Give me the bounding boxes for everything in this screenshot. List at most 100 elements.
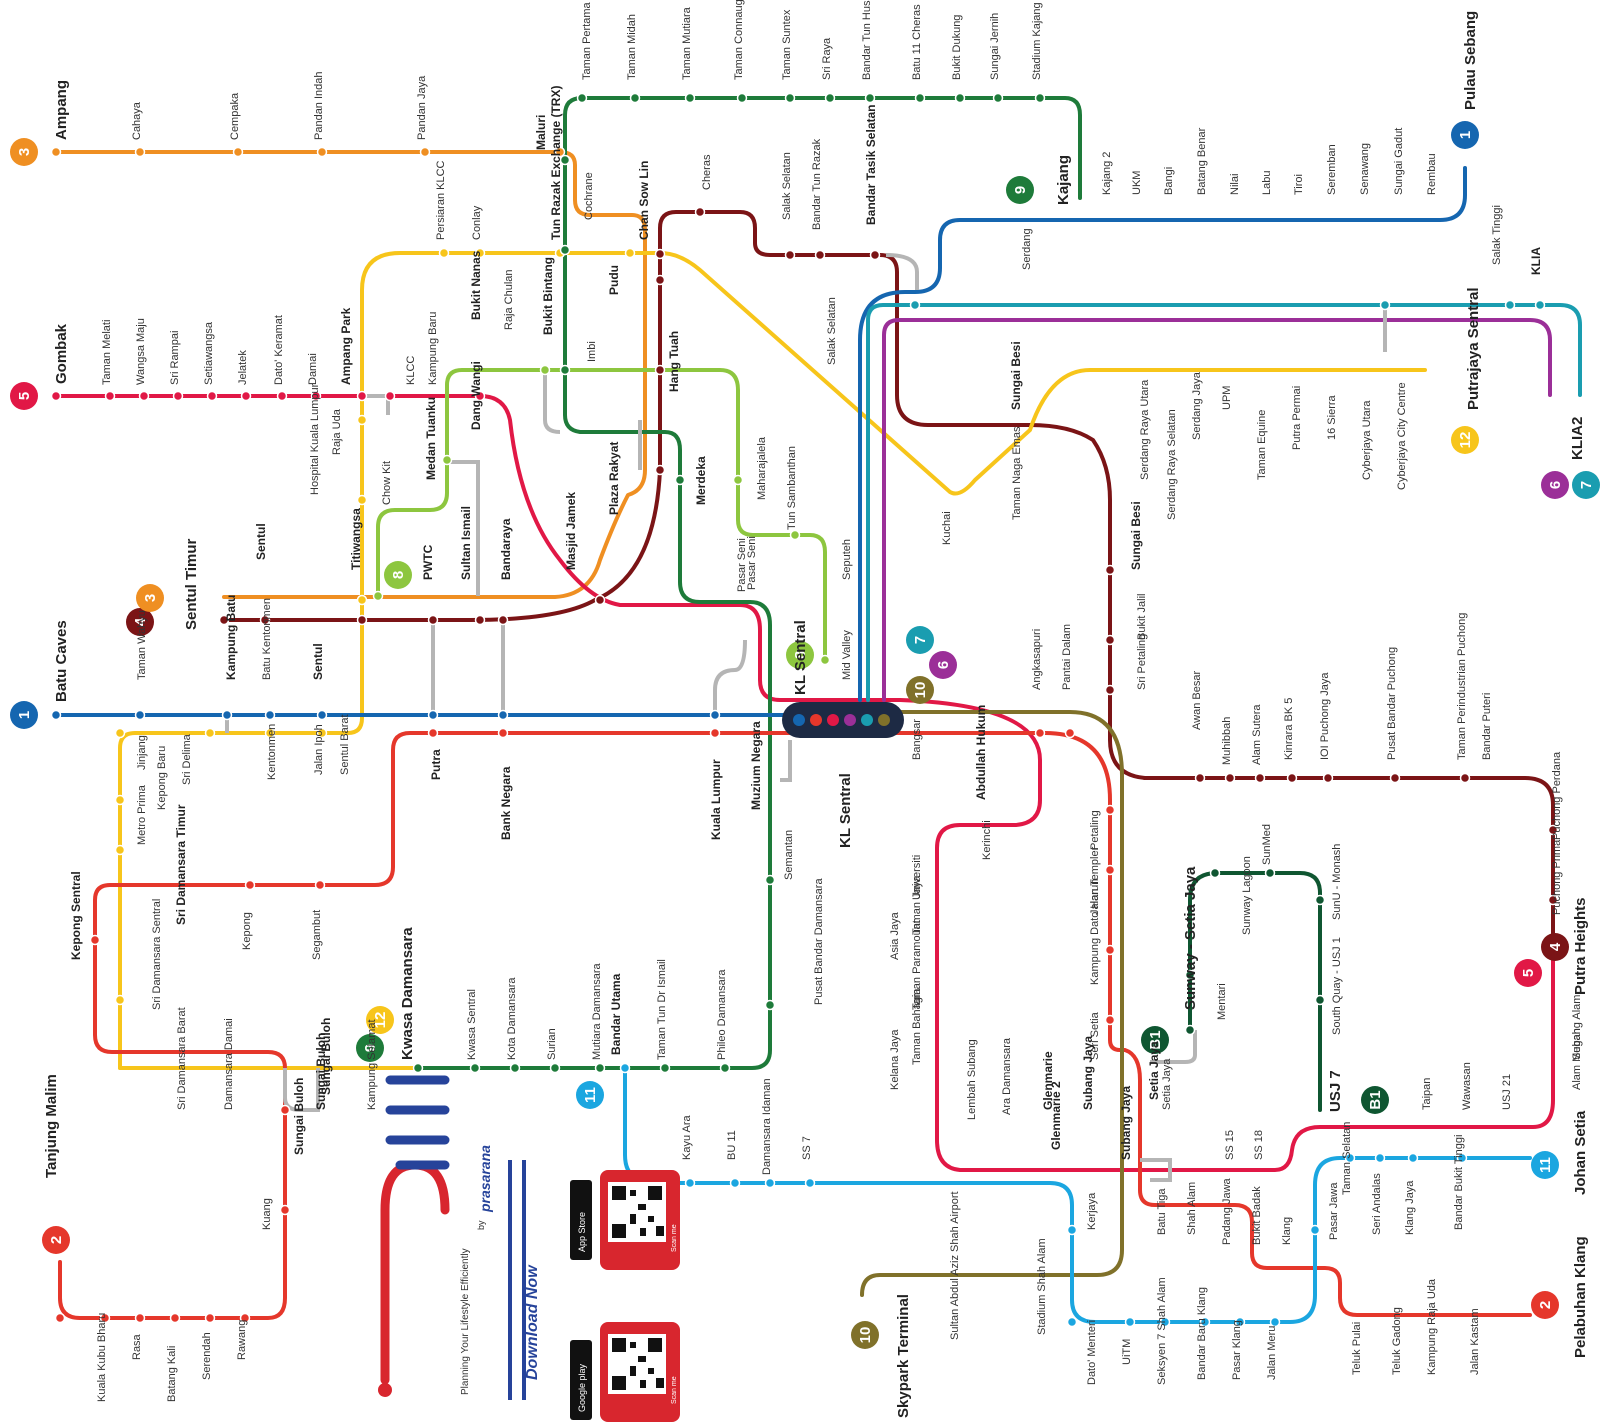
- station-maharajalela: Maharajalela: [756, 436, 768, 500]
- station-putra: Putra: [429, 749, 443, 780]
- station-bukit-dukung: Bukit Dukung: [951, 15, 963, 80]
- qr-code-app-store[interactable]: Scan me: [600, 1170, 680, 1270]
- station-metro-prima: Metro Prima: [136, 784, 148, 845]
- station-pusat-bandar-puchong: Pusat Bandar Puchong: [1386, 647, 1398, 760]
- terminal-pelabuhan-klang: Pelabuhan Klang: [1572, 1236, 1589, 1358]
- station-ss-15: SS 15: [1224, 1130, 1236, 1160]
- station-sunmed: SunMed: [1261, 824, 1273, 865]
- terminal-sentul-timur: Sentul Timur: [183, 538, 200, 630]
- station-bandar-utama: Bandar Utama: [609, 973, 623, 1055]
- station-kuang: Kuang: [261, 1198, 273, 1230]
- kl-sentral-hub[interactable]: [782, 702, 904, 738]
- line-badge-6: 6: [929, 651, 957, 679]
- station-kinrara-bk-5: Kinrara BK 5: [1283, 698, 1295, 760]
- svg-text:10: 10: [857, 1327, 874, 1344]
- station-pwtc: PWTC: [421, 544, 435, 580]
- station-kepong-baru: Kepong Baru: [156, 746, 168, 810]
- station-persiaran-klcc: Persiaran KLCC: [435, 160, 447, 240]
- terminal-tanjung-malim: Tanjung Malim: [43, 1074, 60, 1178]
- station-sultan-ismail: Sultan Ismail: [459, 506, 473, 580]
- svg-text:1: 1: [1457, 131, 1474, 139]
- station-sungai-besi: Sungai Besi: [1129, 501, 1143, 570]
- station-uitm: UiTM: [1121, 1339, 1133, 1365]
- station-kampung-baru: Kampung Baru: [427, 312, 439, 385]
- station-sunu-monash: SunU - Monash: [1331, 844, 1343, 920]
- station-wawasan: Wawasan: [1461, 1062, 1473, 1110]
- terminal-gombak: Gombak: [53, 323, 70, 384]
- station-kayu-ara: Kayu Ara: [681, 1114, 693, 1160]
- line-badge-5: 5: [1514, 959, 1542, 987]
- station-kampung-batu: Kampung Batu: [224, 595, 238, 680]
- station-cempaka: Cempaka: [229, 92, 241, 140]
- station-kajang-2: Kajang 2: [1101, 152, 1113, 195]
- station-segambut: Segambut: [311, 910, 323, 960]
- svg-text:3: 3: [16, 148, 33, 156]
- station-kerjaya: Kerjaya: [1086, 1192, 1098, 1230]
- station-imbi: Imbi: [586, 341, 598, 362]
- station-teluk-pulai: Teluk Pulai: [1351, 1322, 1363, 1375]
- station-serendah: Serendah: [201, 1332, 213, 1380]
- station-jelatek: Jelatek: [237, 350, 249, 385]
- station-kampung-dato-harun: Kampung Dato Harun: [1089, 879, 1101, 985]
- station-cyberjaya-utara: Cyberjaya Utara: [1361, 400, 1373, 480]
- line-badge-1: 1: [1451, 121, 1479, 149]
- line-badge-2: 2: [42, 1226, 70, 1254]
- svg-text:5: 5: [16, 392, 33, 400]
- station-kentonmen: Kentonmen: [266, 724, 278, 780]
- station-shah-alam: Shah Alam: [1186, 1182, 1198, 1235]
- station-merdeka: Merdeka: [694, 456, 708, 505]
- svg-text:7: 7: [912, 636, 929, 644]
- station-batu-tiga: Batu Tiga: [1156, 1188, 1168, 1235]
- station-taman-connaught: Taman Connaught: [733, 0, 745, 80]
- station-puchong-prima: Puchong Prima: [1551, 839, 1563, 915]
- station-sentul-barat: Sentul Barat: [339, 714, 351, 775]
- station-puchong-perdana: Puchong Perdana: [1551, 751, 1563, 840]
- station-16-sierra: 16 Sierra: [1326, 394, 1338, 440]
- station-senawang: Senawang: [1359, 143, 1371, 195]
- station-taman-wahyu: Taman Wahyu: [136, 610, 148, 680]
- station-ioi-puchong-jaya: IOI Puchong Jaya: [1319, 672, 1331, 760]
- station-klang-jaya: Klang Jaya: [1404, 1180, 1416, 1235]
- line-badge-6: 6: [1541, 471, 1569, 499]
- station-batang-kali: Batang Kali: [166, 1346, 178, 1402]
- station-sungai-buloh: Sungai Buloh: [292, 1078, 306, 1155]
- station-serdang: Serdang: [1021, 228, 1033, 270]
- svg-text:2: 2: [1537, 1301, 1554, 1309]
- station-teluk-gadong: Teluk Gadong: [1391, 1307, 1403, 1375]
- line-badge-8: 8: [384, 561, 412, 589]
- terminal-ampang: Ampang: [53, 80, 70, 140]
- station-surian: Surian: [546, 1028, 558, 1060]
- qr-code-google-play[interactable]: Scan me: [600, 1322, 680, 1422]
- station-taman-suntex: Taman Suntex: [781, 9, 793, 80]
- line-badge-1: 1: [10, 701, 38, 729]
- station-plaza-rakyat: Plaza Rakyat: [607, 442, 621, 515]
- station-sri-damansara-barat: Sri Damansara Barat: [176, 1007, 188, 1110]
- station-chow-kit: Chow Kit: [381, 461, 393, 505]
- station-sri-damansara-timur: Sri Damansara Timur: [174, 804, 188, 925]
- station-rasa: Rasa: [131, 1333, 143, 1360]
- station-ara-damansara: Ara Damansara: [1001, 1037, 1013, 1115]
- station-pudu: Pudu: [607, 265, 621, 295]
- svg-text:B1: B1: [1367, 1090, 1384, 1109]
- station-bandar-tun-razak: Bandar Tun Razak: [811, 138, 823, 230]
- station-damai: Damai: [307, 353, 319, 385]
- terminal-skypark: Skypark Terminal: [895, 1294, 912, 1418]
- station-subang-jaya: Subang Jaya: [1119, 1086, 1133, 1160]
- svg-text:4: 4: [1547, 942, 1564, 951]
- svg-text:7: 7: [1578, 481, 1595, 489]
- station-putra-permai: Putra Permai: [1291, 386, 1303, 450]
- line-10-skypark: [862, 712, 1122, 1295]
- google-play-button[interactable]: Google play: [570, 1340, 592, 1420]
- line-badge-3: 3: [10, 138, 38, 166]
- station-petaling: Petaling: [1089, 810, 1101, 850]
- station-awan-besar: Awan Besar: [1191, 671, 1203, 730]
- station-abdullah-hukum: Abdullah Hukum: [974, 705, 988, 800]
- station-pandan-jaya: Pandan Jaya: [416, 75, 428, 140]
- station-tun-razak-exchange-trx: Tun Razak Exchange (TRX): [549, 86, 563, 240]
- app-store-button[interactable]: App Store: [570, 1180, 592, 1260]
- station-tiroi: Tiroi: [1293, 174, 1305, 195]
- pulse-tagline: Planning Your Lifestyle Efficiently: [460, 1248, 471, 1395]
- terminal-kl-sentral: KL Sentral: [792, 620, 809, 695]
- terminal-klia2: KLIA2: [1569, 417, 1586, 460]
- terminal-putrajaya-sentral: Putrajaya Sentral: [1465, 287, 1482, 410]
